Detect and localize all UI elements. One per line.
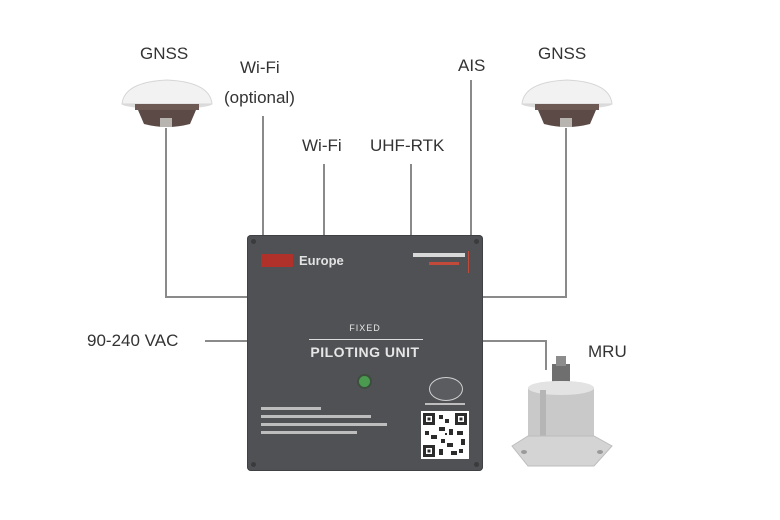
connector-gnss-left-h [165, 296, 248, 298]
connector-wifi-optional [262, 116, 264, 236]
qr-code [421, 411, 469, 459]
connector-gnss-left [165, 128, 167, 298]
mru-sensor [511, 356, 613, 467]
unit-title-rule [309, 339, 423, 340]
label-gnss-left: GNSS [140, 44, 189, 63]
label-gnss-right: GNSS [538, 44, 587, 63]
screw-bottom-right [474, 462, 479, 467]
brand-logo: Europe [261, 253, 344, 268]
label-wifi-optional: Wi-Fi [240, 58, 280, 77]
screw-bottom-left [251, 462, 256, 467]
status-led [359, 376, 370, 387]
screw-top-left [251, 239, 256, 244]
label-wifi-optional-note: (optional) [224, 88, 295, 107]
piloting-unit: Europe FIXED PILOTING UNIT [247, 235, 483, 471]
connector-power [205, 340, 248, 342]
label-wifi: Wi-Fi [302, 136, 342, 155]
connector-uhf-rtk [410, 164, 412, 236]
screw-top-right [474, 239, 479, 244]
label-mru: MRU [588, 342, 627, 361]
connector-mru-h [483, 340, 546, 342]
gnss-antenna-right [521, 79, 613, 127]
certification-text-block [261, 407, 401, 443]
connector-gnss-right-h [483, 296, 567, 298]
gnss-antenna-left [121, 79, 213, 127]
connector-wifi [323, 164, 325, 236]
label-power: 90-240 VAC [87, 331, 179, 350]
partner-logo [409, 251, 469, 273]
wifi-logo [429, 377, 463, 401]
label-uhf-rtk: UHF-RTK [370, 136, 445, 155]
connector-ais [470, 80, 472, 236]
unit-title: PILOTING UNIT [310, 344, 420, 360]
connector-mru-v [545, 340, 547, 370]
connector-gnss-right [565, 128, 567, 298]
unit-subtitle: FIXED [349, 323, 381, 333]
brand-name: Europe [299, 253, 344, 268]
brand-mark [261, 254, 293, 267]
label-ais: AIS [458, 56, 486, 75]
